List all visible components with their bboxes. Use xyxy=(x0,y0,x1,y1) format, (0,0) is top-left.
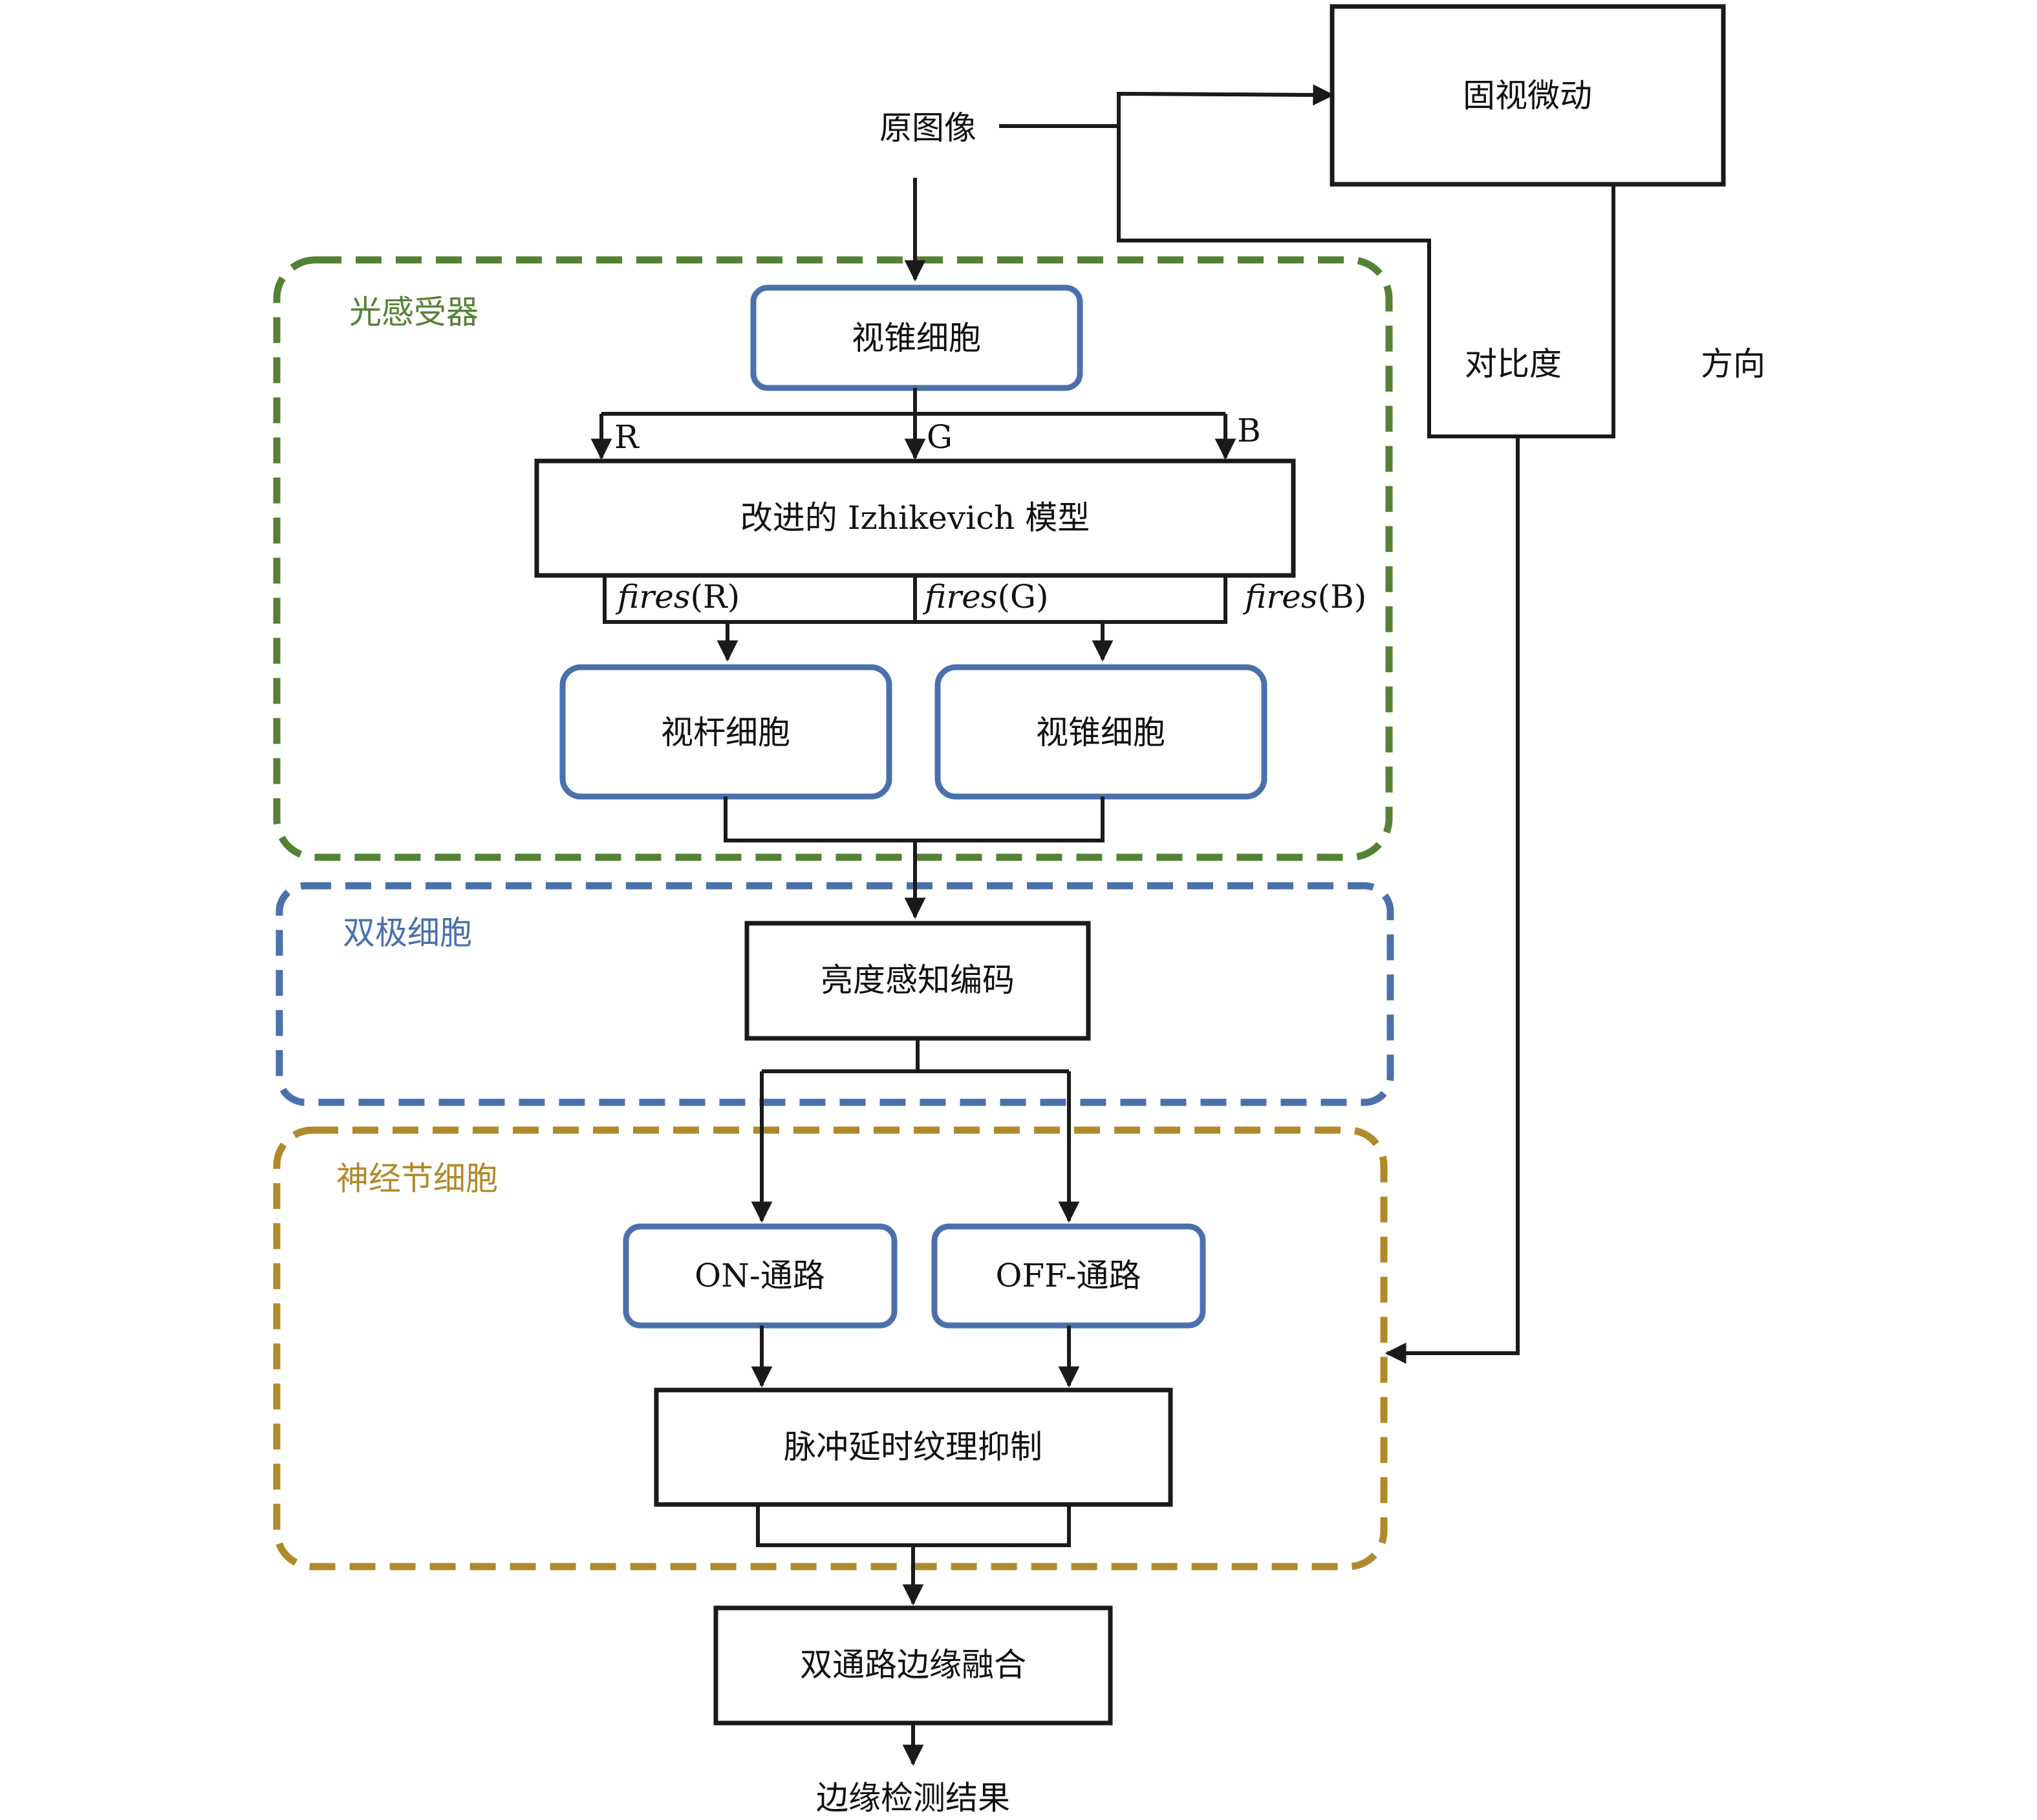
photoreceptor-group-border xyxy=(273,256,1393,861)
off-path-label: OFF-通路 xyxy=(995,1257,1141,1294)
edge-detection-result-label: 边缘检测结果 xyxy=(816,1779,1010,1817)
fires-b-channel: (B) xyxy=(1318,578,1367,616)
bipolar-group-border xyxy=(275,882,1394,1106)
edge-photoreceptor-merge xyxy=(724,797,1105,842)
edge-fires-bus xyxy=(603,575,1227,624)
bipolar-group-label: 双极细胞 xyxy=(343,914,472,952)
izhikevich-model-label: 改进的 Izhikevich 模型 xyxy=(740,499,1090,537)
edge-spike-merge xyxy=(756,1504,1071,1547)
edge-fusion-box xyxy=(713,1605,1113,1726)
ganglion-group-border xyxy=(273,1126,1388,1570)
ganglion-group-label: 神经节细胞 xyxy=(336,1160,498,1197)
fixational-micro-box xyxy=(1330,4,1726,187)
source-image-label: 原图像 xyxy=(879,109,976,147)
on-path-label: ON-通路 xyxy=(695,1257,825,1294)
cone-cell-bottom-label: 视锥细胞 xyxy=(1036,714,1165,751)
edge-contrast-loop xyxy=(1117,126,1615,438)
spike-delay-box xyxy=(654,1387,1173,1507)
fires-r-label: fires(R) xyxy=(615,578,740,616)
spike-delay-label: 脉冲延时纹理抑制 xyxy=(784,1428,1042,1466)
fires-b-word: fires xyxy=(1242,578,1318,616)
direction-label: 方向 xyxy=(1701,345,1765,383)
edge-contrast-to-ganglion xyxy=(1385,436,1520,1364)
fires-r-channel: (R) xyxy=(691,578,740,616)
edge-source-to-micro xyxy=(999,84,1335,128)
channel-r-label: R xyxy=(614,418,640,456)
edge-fusion-label: 双通路边缘融合 xyxy=(800,1646,1026,1684)
fires-g-label: fires(G) xyxy=(922,578,1048,616)
fires-g-word: fires xyxy=(922,578,998,616)
photoreceptor-group-label: 光感受器 xyxy=(349,294,479,331)
cone-cell-top-label: 视锥细胞 xyxy=(852,319,981,357)
fires-g-channel: (G) xyxy=(998,578,1049,616)
edge-rgb-split xyxy=(601,388,1225,416)
edge-luminance-split xyxy=(762,1038,1069,1073)
channel-g-label: G xyxy=(927,418,953,456)
fires-r-word: fires xyxy=(615,578,691,616)
luminance-coding-label: 亮度感知编码 xyxy=(821,961,1015,999)
rod-cell-label: 视杆细胞 xyxy=(661,714,790,751)
channel-b-label: B xyxy=(1237,412,1261,449)
fires-b-label: fires(B) xyxy=(1242,578,1366,616)
contrast-label: 对比度 xyxy=(1465,345,1562,383)
fixational-micro-label: 固视微动 xyxy=(1463,77,1592,114)
